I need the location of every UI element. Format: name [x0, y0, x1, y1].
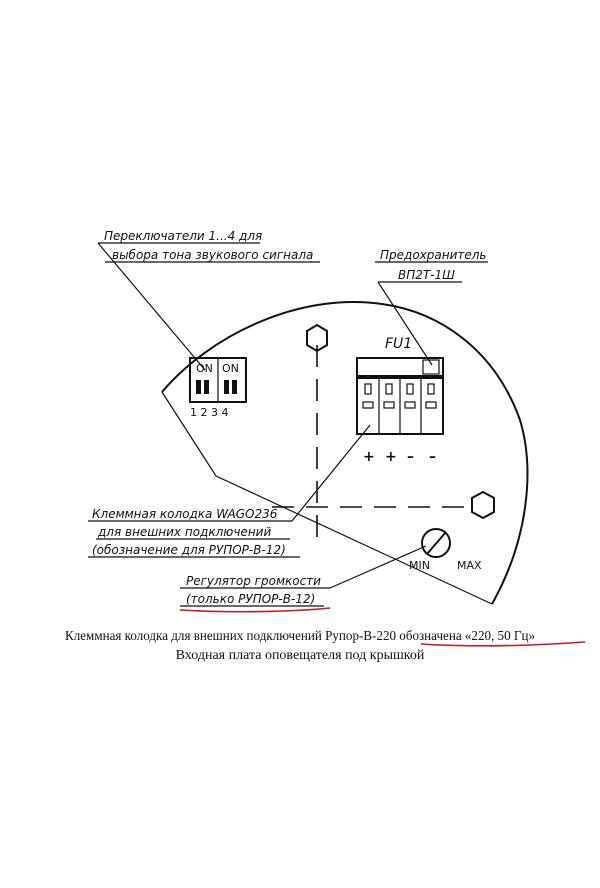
dip-switch-1	[196, 380, 201, 394]
terminal-label-line1: Клеммная колодка WAGO236	[92, 507, 278, 521]
dip-on-label-2: ON	[222, 362, 239, 375]
hex-bolt-top	[306, 323, 328, 353]
volume-label-line1: Регулятор громкости	[186, 574, 321, 588]
volume-red-underline	[179, 607, 331, 613]
terminal-label-line2: для внешних подключений	[97, 525, 271, 539]
volume-knob-slot	[426, 531, 447, 555]
terminal-leader-line	[291, 424, 371, 522]
terminal-slot-4	[427, 383, 435, 395]
dip-switch-4	[232, 380, 237, 394]
dip-switch-2	[204, 380, 209, 394]
switches-leader-line	[97, 242, 206, 371]
terminal-sign-2: +	[385, 449, 397, 465]
hex-bolt-right	[471, 490, 495, 520]
caption-line2: Входная плата оповещателя под крышкой	[176, 648, 425, 663]
terminal-sign-3: –	[407, 449, 414, 465]
terminal-slot-3	[406, 383, 414, 395]
terminal-sign-1: +	[363, 449, 375, 465]
board-lower-edge	[161, 391, 493, 605]
fuse-holder	[356, 357, 444, 377]
fuse-element	[422, 359, 440, 375]
terminal-slot-2	[385, 383, 393, 395]
volume-max-label: MAX	[457, 559, 482, 572]
fuse-label-line1: Предохранитель	[380, 248, 487, 262]
volume-leader-line	[329, 545, 427, 589]
dip-switch-3	[224, 380, 229, 394]
volume-label-line2: (только РУПОР-В-12)	[186, 592, 315, 606]
caption-red-underline	[420, 641, 586, 647]
switches-label-line2: выбора тона звукового сигнала	[112, 248, 313, 262]
volume-knob	[421, 528, 451, 558]
board-outline	[161, 300, 529, 605]
terminal-label-line3: (обозначение для РУПОР-В-12)	[92, 543, 286, 557]
fuse-leader-line	[377, 281, 433, 366]
terminal-sign-4: –	[429, 449, 436, 465]
fuse-ref-label: FU1	[385, 336, 412, 352]
switches-label-line1: Переключатели 1...4 для	[104, 229, 262, 243]
terminal-slot-1	[364, 383, 372, 395]
volume-min-label: MIN	[409, 559, 430, 572]
fuse-label-line2: ВП2Т-1Ш	[398, 268, 455, 282]
caption-line1: Клеммная колодка для внешних подключений…	[65, 629, 535, 644]
dip-numbers-label: 1 2 3 4	[190, 406, 228, 419]
